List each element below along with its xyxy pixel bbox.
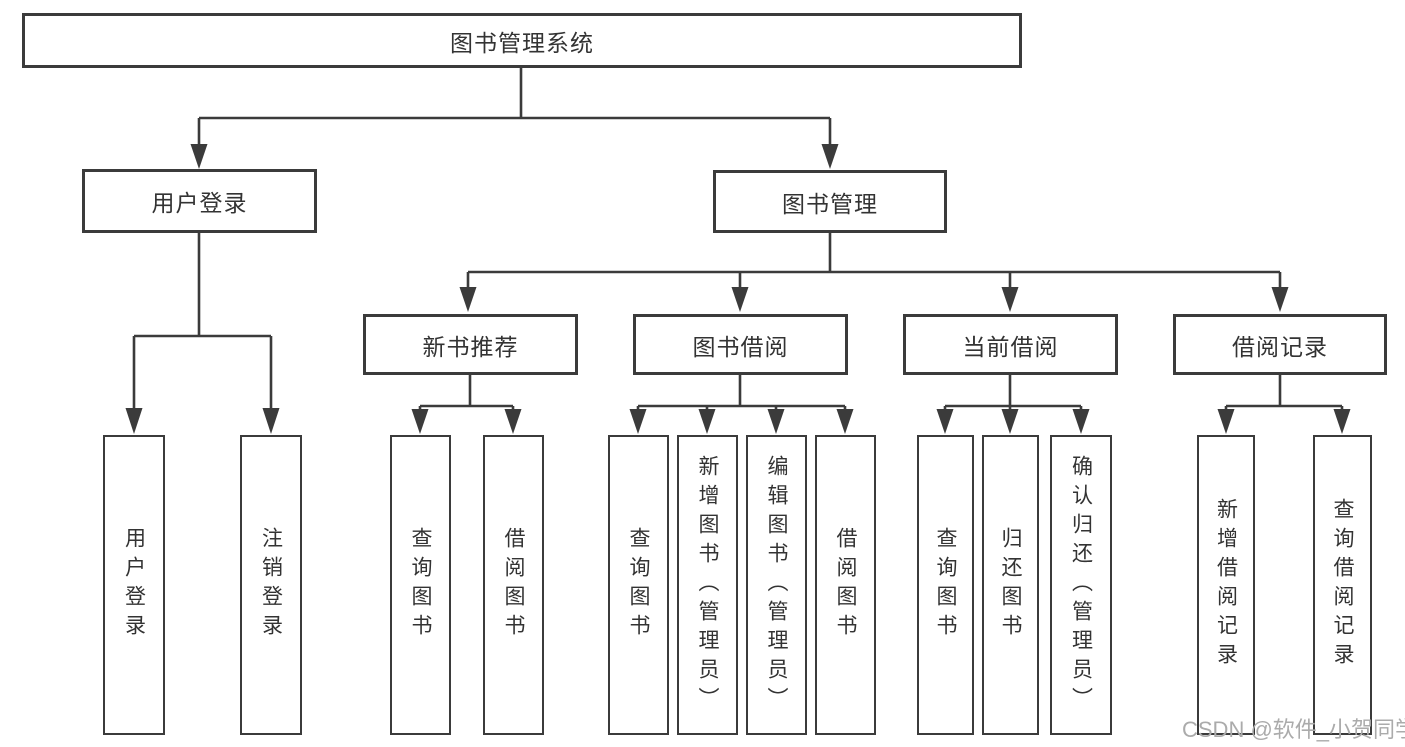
arrow-down-icon	[459, 287, 477, 312]
connector-newbooks-leaves	[411, 375, 522, 434]
node-label: 新书推荐	[422, 333, 519, 360]
connector-records-leaves	[1217, 375, 1351, 434]
connector-root-to-level1	[190, 68, 839, 169]
leaf-return-book: 归还图书	[982, 435, 1039, 735]
arrow-down-icon	[767, 409, 785, 434]
leaf-query-borrow-record: 查询借阅记录	[1313, 435, 1372, 735]
node-current-borrow: 当前借阅	[903, 314, 1118, 375]
node-label: 图书管理系统	[450, 29, 594, 56]
node-book-borrow: 图书借阅	[633, 314, 848, 375]
leaf-logout: 注销登录	[240, 435, 302, 735]
node-label: 当前借阅	[962, 333, 1059, 360]
arrow-down-icon	[629, 409, 647, 434]
node-label: 图书借阅	[692, 333, 789, 360]
leaf-query-book: 查询图书	[608, 435, 669, 735]
connector-borrow-leaves	[629, 375, 854, 434]
arrow-down-icon	[125, 408, 143, 434]
leaf-label: 编辑图书（管理员）	[765, 454, 788, 716]
node-borrow-records: 借阅记录	[1173, 314, 1387, 375]
arrow-down-icon	[504, 409, 522, 434]
leaf-label: 归还图书	[999, 527, 1022, 643]
arrow-down-icon	[1072, 409, 1090, 434]
leaf-user-login: 用户登录	[103, 435, 165, 735]
node-book-management: 图书管理	[713, 170, 947, 233]
leaf-borrow-book: 借阅图书	[815, 435, 876, 735]
leaf-borrow-book: 借阅图书	[483, 435, 544, 735]
arrow-down-icon	[731, 287, 749, 312]
leaf-label: 查询图书	[409, 527, 432, 643]
leaf-query-book: 查询图书	[390, 435, 451, 735]
arrow-down-icon	[1271, 287, 1289, 312]
leaf-label: 查询借阅记录	[1331, 498, 1354, 672]
leaf-add-borrow-record: 新增借阅记录	[1197, 435, 1255, 735]
connector-bookmgmt-to-level2	[459, 233, 1289, 312]
watermark: CSDN @软件_小贺同学	[1182, 717, 1405, 742]
leaf-label: 确认归还（管理员）	[1069, 454, 1093, 716]
arrow-down-icon	[1001, 287, 1019, 312]
arrow-down-icon	[936, 409, 954, 434]
node-user-login: 用户登录	[82, 169, 317, 233]
node-new-book-recommend: 新书推荐	[363, 314, 578, 375]
leaf-label: 查询图书	[627, 527, 650, 643]
arrow-down-icon	[411, 409, 429, 434]
arrow-down-icon	[821, 144, 839, 169]
arrow-down-icon	[1333, 409, 1351, 434]
leaf-label: 查询图书	[934, 527, 957, 643]
node-label: 图书管理	[782, 190, 878, 217]
leaf-confirm-return-admin: 确认归还（管理员）	[1050, 435, 1112, 735]
leaf-label: 新增图书（管理员）	[696, 454, 719, 716]
leaf-query-book: 查询图书	[917, 435, 974, 735]
leaf-edit-book-admin: 编辑图书（管理员）	[746, 435, 807, 735]
connector-userlogin-leaves	[125, 233, 280, 434]
node-label: 用户登录	[151, 190, 248, 216]
arrow-down-icon	[698, 409, 716, 434]
leaf-label: 用户登录	[122, 527, 146, 643]
connector-current-leaves	[936, 375, 1090, 434]
leaf-label: 借阅图书	[502, 527, 525, 643]
node-label: 借阅记录	[1232, 333, 1328, 360]
arrow-down-icon	[262, 408, 280, 434]
leaf-label: 借阅图书	[834, 527, 857, 643]
arrow-down-icon	[1217, 409, 1235, 434]
leaf-label: 注销登录	[259, 527, 283, 643]
arrow-down-icon	[836, 409, 854, 434]
arrow-down-icon	[1001, 409, 1019, 434]
leaf-label: 新增借阅记录	[1214, 498, 1238, 672]
node-root: 图书管理系统	[22, 13, 1022, 68]
arrow-down-icon	[190, 144, 208, 169]
leaf-add-book-admin: 新增图书（管理员）	[677, 435, 738, 735]
